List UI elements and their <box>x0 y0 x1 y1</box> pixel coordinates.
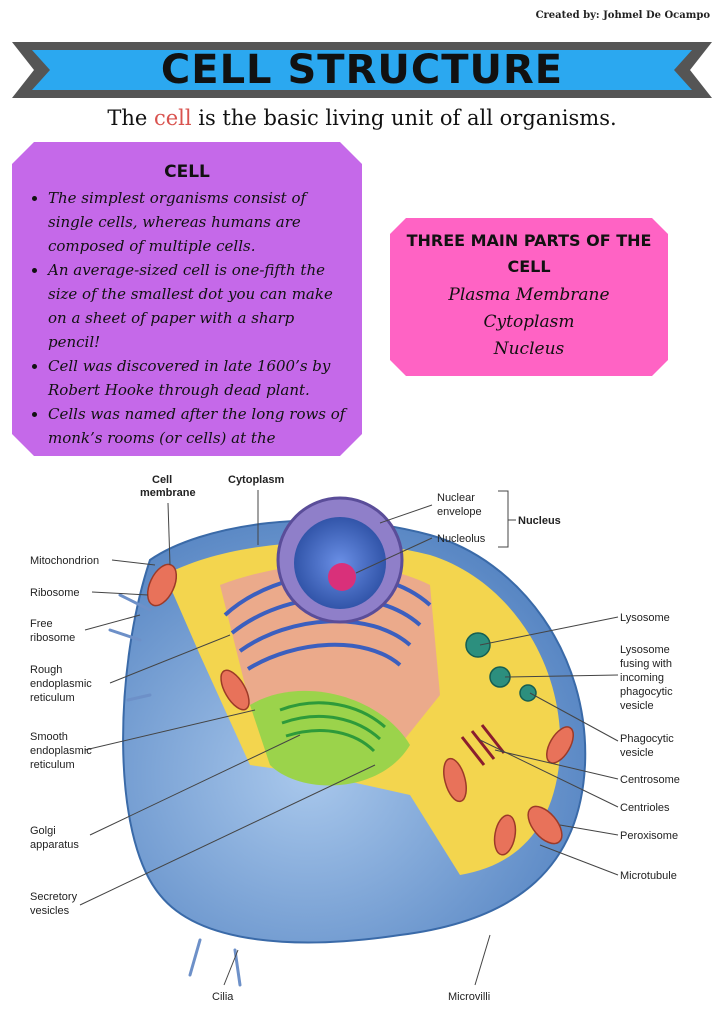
title-banner <box>12 42 712 98</box>
label-peroxisome: Peroxisome <box>620 830 678 842</box>
label-free-ribosome-1: Free <box>30 618 53 630</box>
label-lysosome: Lysosome <box>620 612 670 624</box>
cell-fact: Cell was discovered in late 1600’s by Ro… <box>48 354 350 402</box>
subtitle-highlight: cell <box>153 106 192 130</box>
side-labels: Nuclear envelope Nucleolus Mitochondrion… <box>30 492 680 1003</box>
label-lysosome-fusing-1: Lysosome <box>620 644 670 656</box>
label-nucleus: Nucleus <box>518 515 561 527</box>
leader-lines <box>79 490 619 986</box>
mitochondria <box>146 563 574 856</box>
cell-diagram: Cell membrane Cytoplasm Nucleus Nuclear … <box>30 474 680 1003</box>
cell-box-heading: CELL <box>164 162 210 182</box>
label-rough-er-3: reticulum <box>30 692 75 704</box>
label-phagocytic-1: Phagocytic <box>620 733 674 745</box>
label-smooth-er-3: reticulum <box>30 759 75 771</box>
label-nuclear-envelope-1: Nuclear <box>437 492 475 504</box>
cell-facts-list: The simplest organisms consist of single… <box>12 186 362 456</box>
label-cytoplasm: Cytoplasm <box>228 474 284 486</box>
cell-fact: An average-sized cell is one-fifth the s… <box>48 258 350 354</box>
cell-fact: The simplest organisms consist of single… <box>48 186 350 258</box>
label-lysosome-fusing-4: phagocytic <box>620 686 673 698</box>
credit-text: Created by: Johmel De Ocampo <box>535 10 710 21</box>
top-labels: Cell membrane Cytoplasm Nucleus <box>140 474 561 527</box>
label-secretory-1: Secretory <box>30 891 78 903</box>
page-subtitle: The cell is the basic living unit of all… <box>107 106 617 130</box>
centrosome <box>460 724 506 766</box>
label-smooth-er-1: Smooth <box>30 731 68 743</box>
cell-info-box: CELL The simplest organisms consist of s… <box>12 142 362 456</box>
label-rough-er-1: Rough <box>30 664 62 676</box>
label-microtubule: Microtubule <box>620 870 677 882</box>
label-lysosome-fusing-5: vesicle <box>620 700 654 712</box>
label-centrosome: Centrosome <box>620 774 680 786</box>
label-ribosome: Ribosome <box>30 587 80 599</box>
part-cytoplasm: Cytoplasm <box>483 312 575 332</box>
label-centrioles: Centrioles <box>620 802 670 814</box>
label-nuclear-envelope-2: envelope <box>437 506 482 518</box>
label-microvilli: Microvilli <box>448 991 490 1003</box>
page-title: CELL STRUCTURE <box>160 47 564 93</box>
parts-box-heading: THREE MAIN PARTS OF THE CELL <box>406 231 652 276</box>
cell-fact: Cells was named after the long rows of m… <box>48 402 350 456</box>
label-free-ribosome-2: ribosome <box>30 632 75 644</box>
label-golgi-1: Golgi <box>30 825 56 837</box>
part-nucleus: Nucleus <box>493 339 565 359</box>
lysosomes <box>465 632 537 702</box>
label-cilia: Cilia <box>212 991 234 1003</box>
label-cell-membrane-2: membrane <box>140 487 196 499</box>
label-nucleolus: Nucleolus <box>437 533 486 545</box>
label-golgi-2: apparatus <box>30 839 79 851</box>
golgi-apparatus <box>279 701 386 753</box>
part-plasma-membrane: Plasma Membrane <box>448 285 610 305</box>
label-secretory-2: vesicles <box>30 905 70 917</box>
main-parts-box: THREE MAIN PARTS OF THE CELL Plasma Memb… <box>390 218 668 376</box>
label-lysosome-fusing-2: fusing with <box>620 658 672 670</box>
label-cell-membrane-1: Cell <box>152 474 172 486</box>
label-smooth-er-2: endoplasmic <box>30 745 92 757</box>
nucleus-shape <box>276 496 404 624</box>
label-lysosome-fusing-3: incoming <box>620 672 664 684</box>
label-mitochondrion: Mitochondrion <box>30 555 99 567</box>
label-rough-er-2: endoplasmic <box>30 678 92 690</box>
label-phagocytic-2: vesicle <box>620 747 654 759</box>
